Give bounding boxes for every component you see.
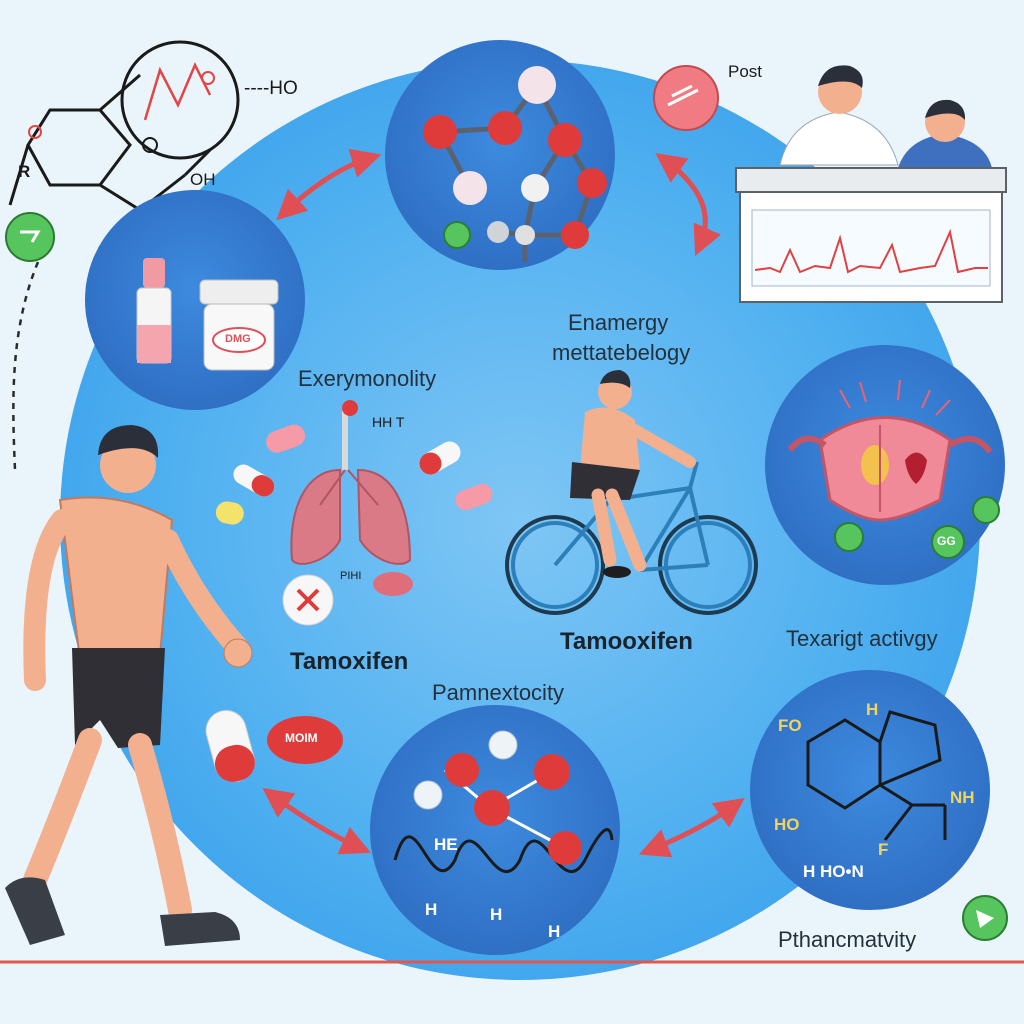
- red-badge-top: [653, 65, 719, 131]
- chem-h-top: H: [866, 700, 879, 719]
- chem-h-3: H: [548, 922, 561, 941]
- chem-he: HE: [434, 835, 458, 854]
- oscillation-molecule: [393, 730, 614, 874]
- lungs: [290, 400, 412, 565]
- red-pill-text: MOIM: [285, 731, 318, 745]
- ecg-line: [754, 228, 988, 274]
- bicycle: [505, 461, 758, 615]
- structure-right: [806, 710, 947, 841]
- chem-ho-right: HO: [774, 815, 800, 834]
- scientist-2: [898, 99, 992, 168]
- chem-h-2: H: [490, 905, 503, 924]
- chem-oh-left: OH: [190, 170, 216, 189]
- green-pill-bottom-right: [962, 895, 1008, 941]
- label-energy-line-2: mettatebelogy: [552, 340, 691, 365]
- chem-fo: FO: [778, 716, 802, 735]
- label-tamoxifen-center: Tamooxifen: [560, 628, 693, 655]
- node-molecule-top: [385, 40, 615, 270]
- capsules-cluster: [215, 424, 493, 626]
- cyclist: [570, 370, 696, 578]
- label-pthancmatvity: Pthancmatvity: [778, 927, 917, 952]
- scientist-1: [779, 65, 899, 166]
- label-texarigt-activgy: Texarigt activgy: [786, 626, 938, 651]
- capsule-bottom-left: [205, 710, 255, 782]
- chem-h-1: H: [425, 900, 438, 919]
- chem-h-hon: H HO•N: [803, 862, 864, 881]
- monitor-desk: [735, 167, 1007, 303]
- chem-post: Post: [728, 62, 763, 81]
- medicine-jar: [199, 279, 279, 371]
- vial-bottle: [136, 258, 172, 364]
- organ-heart: [787, 379, 1000, 559]
- walking-man: [5, 425, 253, 946]
- label-exerymonolity: Exerymonolity: [298, 366, 437, 391]
- red-pill-label: [267, 716, 343, 764]
- green-pill-top-left: [5, 212, 55, 262]
- molecule-top-atoms: [423, 66, 607, 249]
- label-tamoxifen-left: Tamoxifen: [290, 648, 409, 675]
- chem-nh: NH: [950, 788, 975, 807]
- chem-lung-hh: HH T: [372, 414, 405, 430]
- chem-r-left: R: [18, 162, 31, 181]
- green-pill-text: GG: [937, 534, 956, 548]
- jar-label-text: DMG: [225, 333, 251, 345]
- label-pamnextocity: Pamnextocity: [432, 680, 565, 705]
- chem-f-right: F: [878, 840, 889, 859]
- chem-ho-top: ----HO: [244, 78, 298, 99]
- chem-lung-ph: PIHI: [340, 570, 362, 582]
- cycle-arrows: [262, 148, 745, 858]
- label-energy-line-1: Enamergy: [568, 310, 669, 335]
- dashed-down-arrow: [12, 261, 40, 471]
